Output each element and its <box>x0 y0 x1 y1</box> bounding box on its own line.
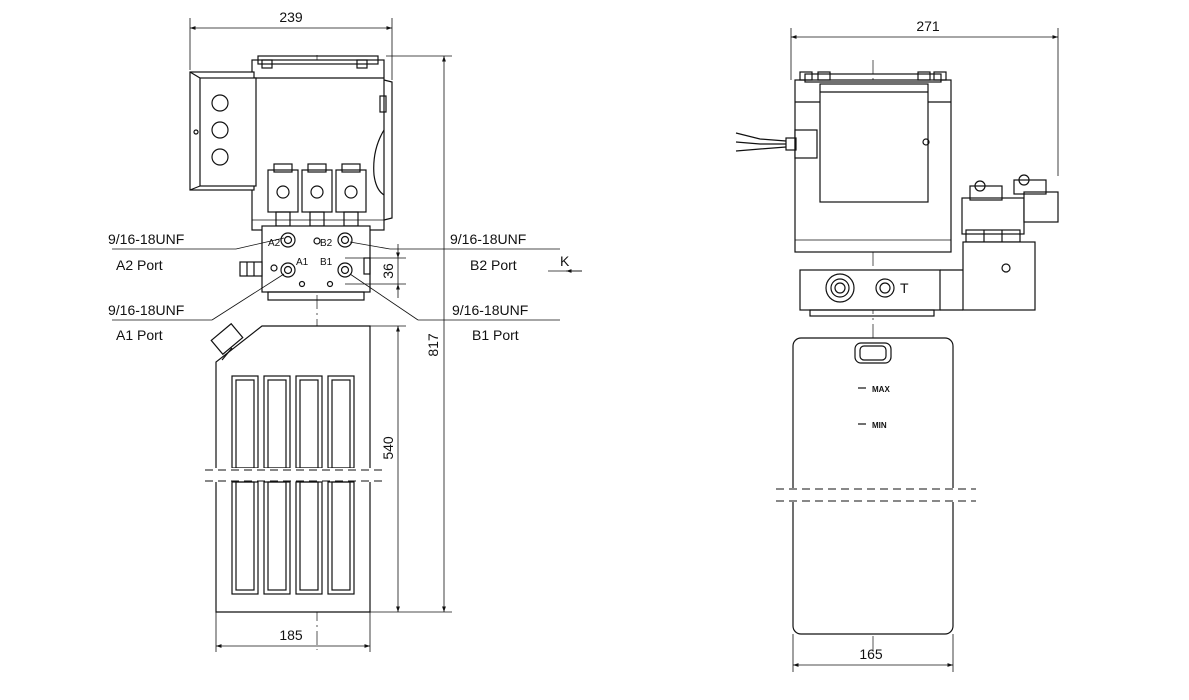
tag-b2: B2 <box>320 238 333 249</box>
side-motor <box>794 71 952 253</box>
b1-port: B1 Port <box>472 327 519 343</box>
b2-thread: 9/16-18UNF <box>450 231 526 247</box>
tag-a2: A2 <box>268 238 281 249</box>
dimension-271: 271 <box>790 18 1059 176</box>
dim-side-width-bottom: 165 <box>859 646 883 662</box>
oil-tank <box>205 322 385 613</box>
side-valves <box>961 174 1059 243</box>
front-view: A2 B2 A1 B1 <box>108 9 582 652</box>
tag-a1: A1 <box>296 257 309 268</box>
electrical-box <box>189 71 257 191</box>
a1-thread: 9/16-18UNF <box>108 302 184 318</box>
dimension-239: 239 <box>189 9 393 80</box>
callout-b1: 9/16-18UNF B1 Port <box>349 273 560 343</box>
b2-port: B2 Port <box>470 257 517 273</box>
view-marker-k: K <box>548 253 582 273</box>
dim-front-width-bottom: 185 <box>279 627 303 643</box>
dim-front-tank-height: 540 <box>380 436 396 460</box>
power-cable <box>735 129 818 159</box>
a2-thread: 9/16-18UNF <box>108 231 184 247</box>
a2-port: A2 Port <box>116 257 163 273</box>
callout-b2: 9/16-18UNF B2 Port <box>349 231 560 273</box>
dimension-540: 540 <box>370 325 406 612</box>
manifold-block: A2 B2 A1 B1 <box>239 225 371 301</box>
dimension-817: 817 <box>370 55 452 613</box>
dimension-165: 165 <box>792 634 954 672</box>
view-marker-label: K <box>560 253 570 269</box>
a1-port: A1 Port <box>116 327 163 343</box>
dimension-185: 185 <box>215 612 371 652</box>
dimension-36: 36 <box>345 244 406 298</box>
dim-side-width-top: 271 <box>916 18 940 34</box>
tag-b1: B1 <box>320 257 333 268</box>
side-plate <box>373 79 393 221</box>
level-max: MAX <box>872 385 890 394</box>
b1-thread: 9/16-18UNF <box>452 302 528 318</box>
solenoid-valves <box>267 163 367 227</box>
callout-a1: 9/16-18UNF A1 Port <box>108 273 285 343</box>
dim-front-total-height: 817 <box>425 333 441 357</box>
callout-a2: 9/16-18UNF A2 Port <box>108 231 285 273</box>
dim-front-block: 36 <box>380 263 396 279</box>
level-min: MIN <box>872 421 887 430</box>
dim-front-width-top: 239 <box>279 9 303 25</box>
side-view: T MAX MIN 271 16 <box>735 18 1059 672</box>
side-tank: MAX MIN <box>770 337 978 635</box>
tag-t: T <box>900 280 909 296</box>
side-manifold: T <box>799 241 1036 317</box>
